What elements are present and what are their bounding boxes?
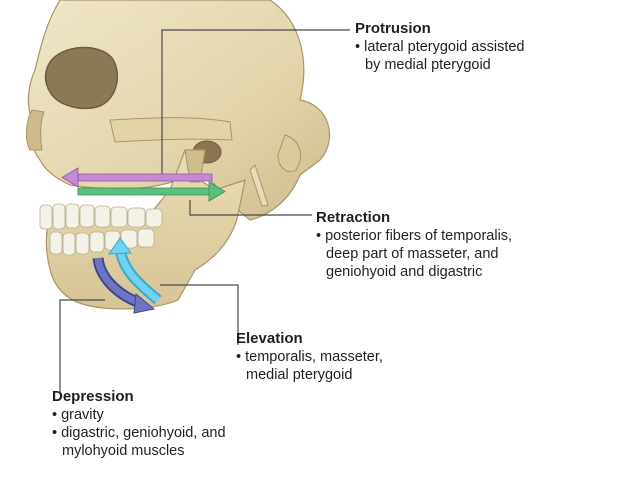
elevation-arrow [108, 237, 162, 305]
depression-title: Depression [52, 388, 134, 405]
leader-protrusion [161, 29, 350, 178]
depression-line-2: • digastric, geniohyoid, and [52, 425, 226, 441]
depression-line-3: mylohyoid muscles [62, 443, 185, 459]
depression-line-1: • gravity [52, 407, 104, 423]
leader-retraction [189, 200, 312, 216]
lower-teeth [49, 228, 155, 256]
retraction-label: Retraction • posterior fibers of tempora… [316, 209, 512, 281]
protrusion-line-2: by medial pterygoid [365, 57, 491, 73]
zygomatic-arch [109, 117, 233, 143]
mastoid [277, 134, 301, 173]
retraction-title: Retraction [316, 209, 391, 226]
retraction-arrow [77, 181, 226, 202]
leader-elevation [160, 284, 239, 345]
protrusion-arrow [61, 167, 213, 188]
protrusion-label: Protrusion • lateral pterygoid assisted … [355, 20, 525, 74]
nasal-area [25, 109, 45, 151]
elevation-line-1: • temporalis, masseter, [236, 349, 383, 365]
retraction-line-1: • posterior fibers of temporalis, [316, 228, 513, 244]
upper-teeth [39, 203, 163, 230]
retraction-line-2: deep part of masseter, and [326, 246, 499, 262]
elevation-title: Elevation [236, 330, 303, 347]
protrusion-line-1: • lateral pterygoid assisted [355, 39, 525, 55]
protrusion-title: Protrusion [355, 20, 431, 37]
skull [25, 0, 330, 221]
leader-depression [59, 299, 105, 392]
depression-label: Depression • gravity • digastric, genioh… [52, 388, 226, 460]
elevation-label: Elevation • temporalis, masseter, medial… [236, 330, 383, 384]
orbit [44, 46, 119, 110]
retraction-line-3: geniohyoid and digastric [326, 264, 483, 280]
leader-lines [59, 29, 350, 392]
depression-arrow [92, 257, 156, 314]
styloid-process [249, 164, 269, 207]
elevation-line-2: medial pterygoid [246, 367, 353, 383]
